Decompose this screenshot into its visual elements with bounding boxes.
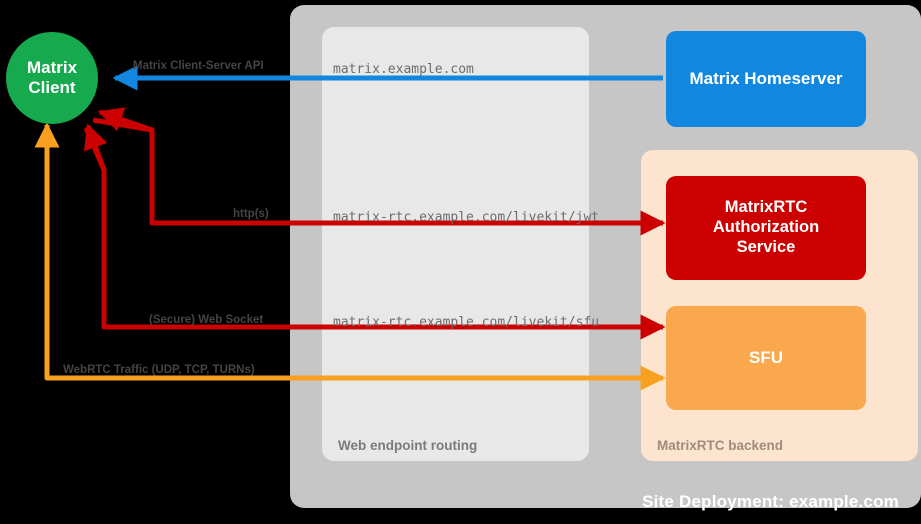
connector-secure-websocket-inbound [83,123,108,171]
endpoint-label-livekit-jwt: matrix-rtc.example.com/livekit/jwt [333,210,600,225]
web-endpoint-routing-container [322,27,589,461]
node-matrix-client[interactable]: Matrix Client [6,32,98,124]
connector-label-webrtc-traffic: WebRTC Traffic (UDP, TCP, TURNs) [63,364,255,376]
auth-service-label-line2: Authorization [712,218,820,237]
connector-label-https: http(s) [233,208,269,220]
node-sfu[interactable]: SFU [666,306,866,410]
sfu-label: SFU [749,347,783,367]
matrix-client-label-line1: Matrix [26,58,78,78]
endpoint-label-matrix-example-com: matrix.example.com [333,62,474,77]
auth-service-label-line1: MatrixRTC [724,198,808,217]
matrix-homeserver-label: Matrix Homeserver [689,68,843,88]
connector-label-matrix-client-server-api: Matrix Client-Server API [133,60,264,72]
web-endpoint-routing-label: Web endpoint routing [338,438,478,453]
connector-https-jwt-inbound [97,107,153,133]
site-deployment-label: Site Deployment: example.com [642,492,899,511]
node-matrixrtc-authorization-service[interactable]: MatrixRTC Authorization Service [666,176,866,280]
auth-service-label-line3: Service [736,237,796,256]
connector-label-secure-websocket: (Secure) Web Socket [149,314,264,326]
endpoint-label-livekit-sfu: matrix-rtc.example.com/livekit/sfu [333,315,600,330]
matrix-client-label-line2: Client [28,78,76,97]
matrixrtc-backend-label: MatrixRTC backend [657,438,784,453]
node-matrix-homeserver[interactable]: Matrix Homeserver [666,31,866,127]
